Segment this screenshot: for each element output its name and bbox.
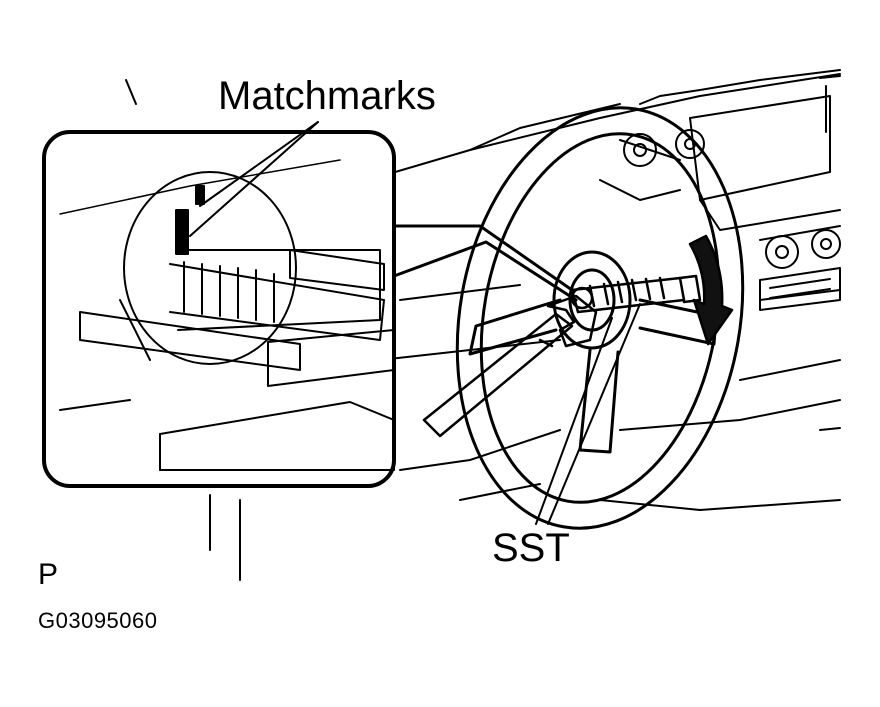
adjustable-wrench	[424, 296, 596, 436]
matchmarks-label: Matchmarks	[218, 74, 436, 118]
sst-label: SST	[492, 526, 570, 570]
sst-leader-lines	[536, 304, 640, 524]
matchmarks-leader-lines	[190, 122, 318, 236]
curved-down-arrow-icon	[690, 236, 732, 344]
dashboard-vents	[624, 130, 840, 310]
sst-puller-tool	[572, 276, 700, 312]
detail-inset	[44, 132, 576, 486]
view-mark-label: P	[38, 558, 59, 591]
figure-code-label: G03095060	[38, 608, 158, 633]
dashboard-outline	[126, 70, 840, 580]
